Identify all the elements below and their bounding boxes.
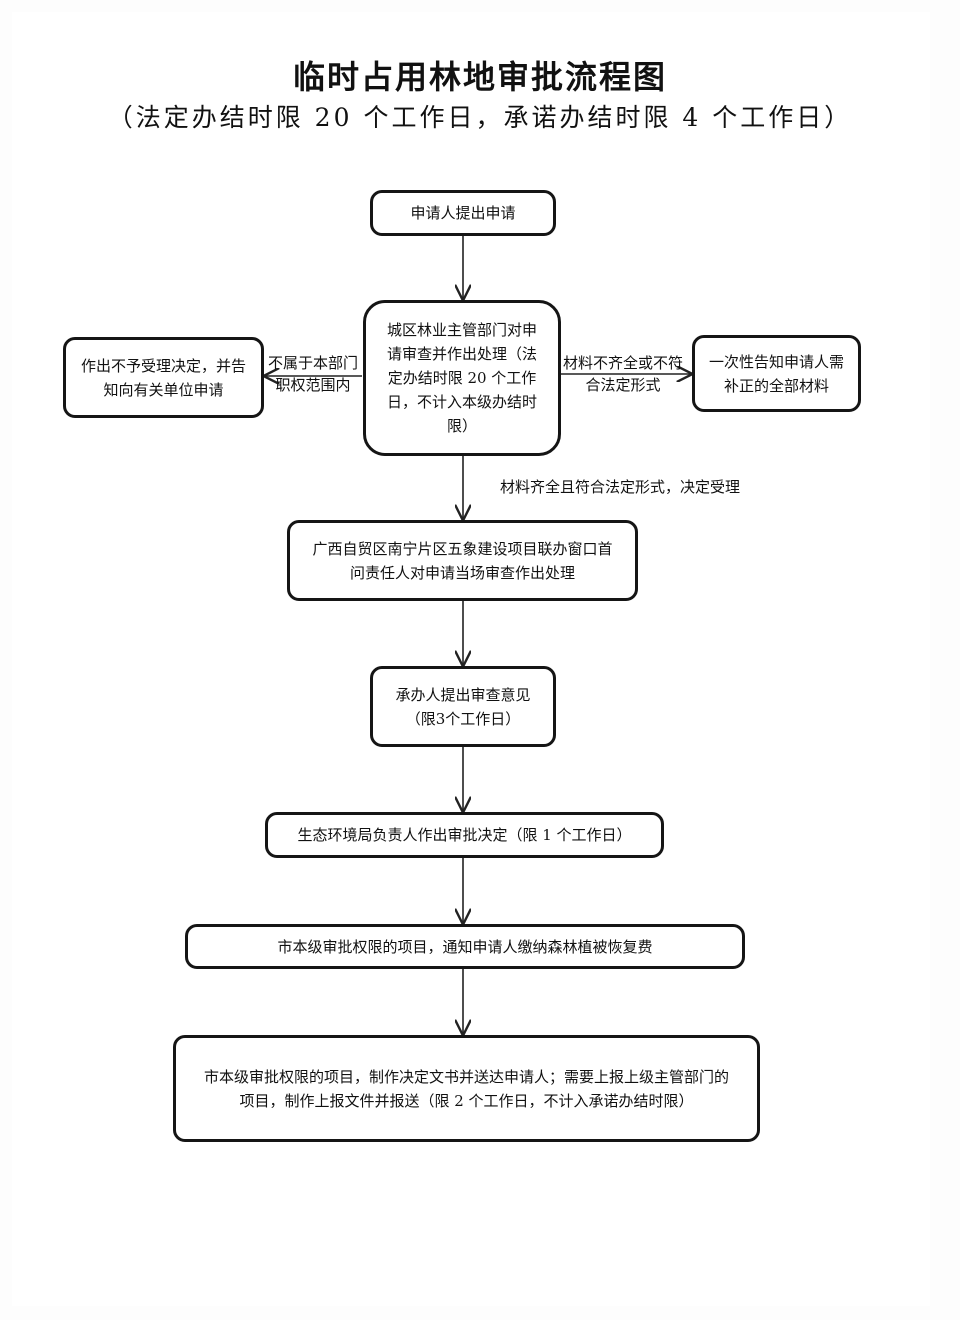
node-review-text: 城区林业主管部门对申请审查并作出处理（法定办结时限 20 个工作日，不计入本级办… — [386, 321, 537, 435]
node-final-text: 市本级审批权限的项目，制作决定文书并送达申请人；需要上报上级主管部门的项目，制作… — [203, 1067, 729, 1110]
node-notify-fee-text: 市本级审批权限的项目，通知申请人缴纳森林植被恢复费 — [277, 937, 653, 956]
node-opinion: 承办人提出审查意见（限3个工作日） — [370, 666, 556, 747]
node-final: 市本级审批权限的项目，制作决定文书并送达申请人；需要上报上级主管部门的项目，制作… — [173, 1035, 760, 1142]
node-decision-text: 生态环境局负责人作出审批决定（限 1 个工作日） — [297, 826, 632, 844]
node-review: 城区林业主管部门对申请审查并作出处理（法定办结时限 20 个工作日，不计入本级办… — [363, 300, 561, 456]
page-title: 临时占用林地审批流程图 — [292, 58, 667, 96]
label-incomplete: 材料不齐全或不符合法定形式 — [562, 354, 683, 394]
node-apply-text: 申请人提出申请 — [410, 204, 516, 222]
node-supplement-text: 一次性告知申请人需补正的全部材料 — [709, 352, 845, 395]
node-opinion-text: 承办人提出审查意见（限3个工作日） — [395, 685, 531, 728]
node-reject: 作出不予受理决定，并告知向有关单位申请 — [63, 337, 264, 418]
node-apply: 申请人提出申请 — [370, 190, 556, 236]
node-reject-text: 作出不予受理决定，并告知向有关单位申请 — [80, 356, 246, 399]
node-notify-fee: 市本级审批权限的项目，通知申请人缴纳森林植被恢复费 — [185, 924, 745, 969]
node-supplement: 一次性告知申请人需补正的全部材料 — [692, 335, 861, 412]
node-window-text: 广西自贸区南宁片区五象建设项目联办窗口首问责任人对申请当场审查作出处理 — [312, 539, 613, 582]
label-accepted: 材料齐全且符合法定形式，决定受理 — [500, 478, 741, 496]
page-subtitle: （法定办结时限 20 个工作日，承诺办结时限 4 个工作日） — [107, 103, 853, 132]
node-decision: 生态环境局负责人作出审批决定（限 1 个工作日） — [265, 812, 664, 858]
node-window: 广西自贸区南宁片区五象建设项目联办窗口首问责任人对申请当场审查作出处理 — [287, 520, 638, 601]
label-not-in-scope: 不属于本部门职权范围内 — [267, 354, 358, 394]
